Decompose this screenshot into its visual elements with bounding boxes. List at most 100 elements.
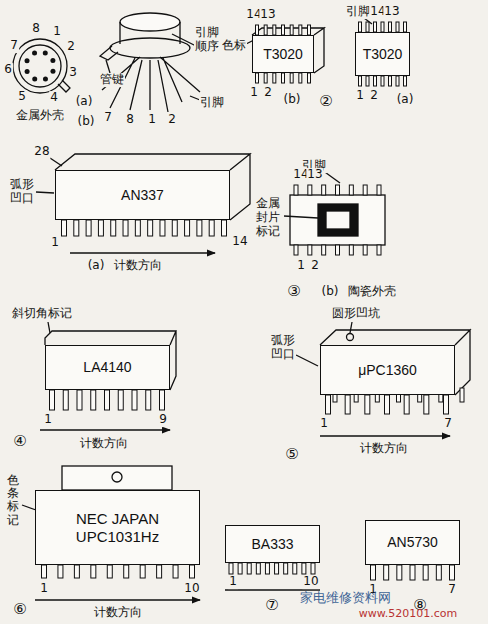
pin-number: 7 bbox=[447, 583, 457, 597]
pin bbox=[32, 76, 37, 81]
pin bbox=[349, 245, 353, 255]
watermark: 家电维修资料网 bbox=[299, 591, 392, 606]
pin bbox=[396, 76, 399, 86]
pin bbox=[302, 563, 306, 574]
pin bbox=[123, 220, 128, 236]
chip-marking: μPC1360 bbox=[358, 362, 417, 379]
pin bbox=[197, 220, 202, 236]
pin-number: 13 bbox=[259, 8, 276, 22]
pin-row bbox=[256, 25, 311, 35]
pin bbox=[157, 565, 162, 578]
can-key bbox=[100, 46, 118, 60]
pin bbox=[264, 25, 267, 35]
pin bbox=[299, 25, 302, 35]
pin-number: 1 bbox=[39, 582, 49, 596]
pin bbox=[294, 185, 298, 195]
pin-row bbox=[359, 22, 407, 32]
chip-body: AN337 bbox=[55, 170, 230, 220]
pin bbox=[404, 76, 407, 86]
pin bbox=[377, 245, 381, 255]
pin bbox=[423, 565, 428, 580]
annotation: 管键 bbox=[99, 73, 125, 87]
annotation: 计数方向 bbox=[113, 259, 163, 273]
pin bbox=[424, 395, 429, 414]
chip-body-3d bbox=[55, 154, 250, 220]
pin-number: 8 bbox=[125, 113, 135, 127]
pin bbox=[105, 390, 110, 410]
pin bbox=[273, 25, 276, 35]
annotation: (b) bbox=[321, 285, 340, 299]
pin bbox=[450, 565, 455, 580]
pin-number: 13 bbox=[383, 5, 400, 19]
pin-number: 2 bbox=[167, 113, 177, 127]
annotation: ⑦ bbox=[264, 597, 279, 614]
pin bbox=[43, 51, 48, 56]
annotation: 引脚顺序 bbox=[194, 26, 220, 54]
pin bbox=[389, 22, 392, 32]
pin-number: 1 bbox=[50, 236, 60, 250]
annotation: 计数方向 bbox=[359, 442, 409, 456]
pin bbox=[381, 22, 384, 32]
pin bbox=[299, 73, 302, 83]
pin bbox=[264, 73, 267, 83]
pin-number: 1 bbox=[43, 413, 53, 427]
pin-number: 1 bbox=[249, 86, 259, 100]
pin bbox=[229, 563, 233, 574]
pin bbox=[366, 22, 369, 32]
pin bbox=[460, 388, 464, 402]
chip-body: T3020 bbox=[252, 35, 314, 73]
pin bbox=[124, 565, 129, 578]
pin bbox=[410, 565, 415, 580]
pin-number: 2 bbox=[263, 86, 273, 100]
pin bbox=[63, 390, 68, 410]
pin bbox=[172, 220, 177, 236]
pin bbox=[396, 22, 399, 32]
annotation: 陶瓷外壳 bbox=[347, 285, 397, 299]
pin bbox=[74, 220, 79, 236]
pin bbox=[308, 185, 312, 195]
pin-number: 13 bbox=[306, 168, 323, 182]
annotation: (a) bbox=[87, 259, 106, 273]
pin bbox=[86, 220, 91, 236]
pin bbox=[265, 563, 269, 574]
pin-number: 10 bbox=[183, 582, 200, 596]
pin bbox=[363, 245, 367, 255]
pin-number: 28 bbox=[33, 145, 50, 159]
pin-number: 1 bbox=[147, 113, 157, 127]
watermark: www.520101.com bbox=[358, 608, 458, 621]
pin-row bbox=[229, 563, 315, 574]
pin-number: 1 bbox=[355, 89, 365, 103]
pin bbox=[173, 565, 178, 578]
pin bbox=[107, 565, 112, 578]
pin bbox=[50, 390, 55, 410]
pin bbox=[77, 390, 82, 410]
pin bbox=[436, 565, 441, 580]
chip-body: AN5730 bbox=[365, 520, 460, 565]
can-key bbox=[58, 80, 70, 92]
pin bbox=[256, 25, 259, 35]
pin bbox=[359, 22, 362, 32]
annotation: ⑤ bbox=[284, 446, 299, 463]
pin-number: 9 bbox=[158, 413, 168, 427]
pin-number: 1 bbox=[52, 25, 62, 39]
pin-row bbox=[42, 565, 195, 578]
pin bbox=[374, 22, 377, 32]
pin bbox=[91, 565, 96, 578]
pin bbox=[140, 565, 145, 578]
pin bbox=[273, 73, 276, 83]
pin bbox=[322, 185, 326, 195]
chip-marking: BA333 bbox=[251, 536, 293, 553]
pin bbox=[384, 565, 389, 580]
pin bbox=[282, 73, 285, 83]
annotation: 圆形凹坑 bbox=[331, 307, 381, 321]
pin-row bbox=[294, 245, 381, 255]
ceramic-body bbox=[290, 195, 385, 245]
chip-marking: T3020 bbox=[263, 46, 303, 63]
pin bbox=[25, 58, 30, 63]
annotation: (b) bbox=[283, 93, 302, 107]
pin bbox=[389, 76, 392, 86]
pin-row bbox=[371, 565, 455, 580]
annotation: 金属封片标记 bbox=[255, 197, 281, 238]
pin bbox=[290, 25, 293, 35]
pin-number: 4 bbox=[49, 91, 59, 105]
